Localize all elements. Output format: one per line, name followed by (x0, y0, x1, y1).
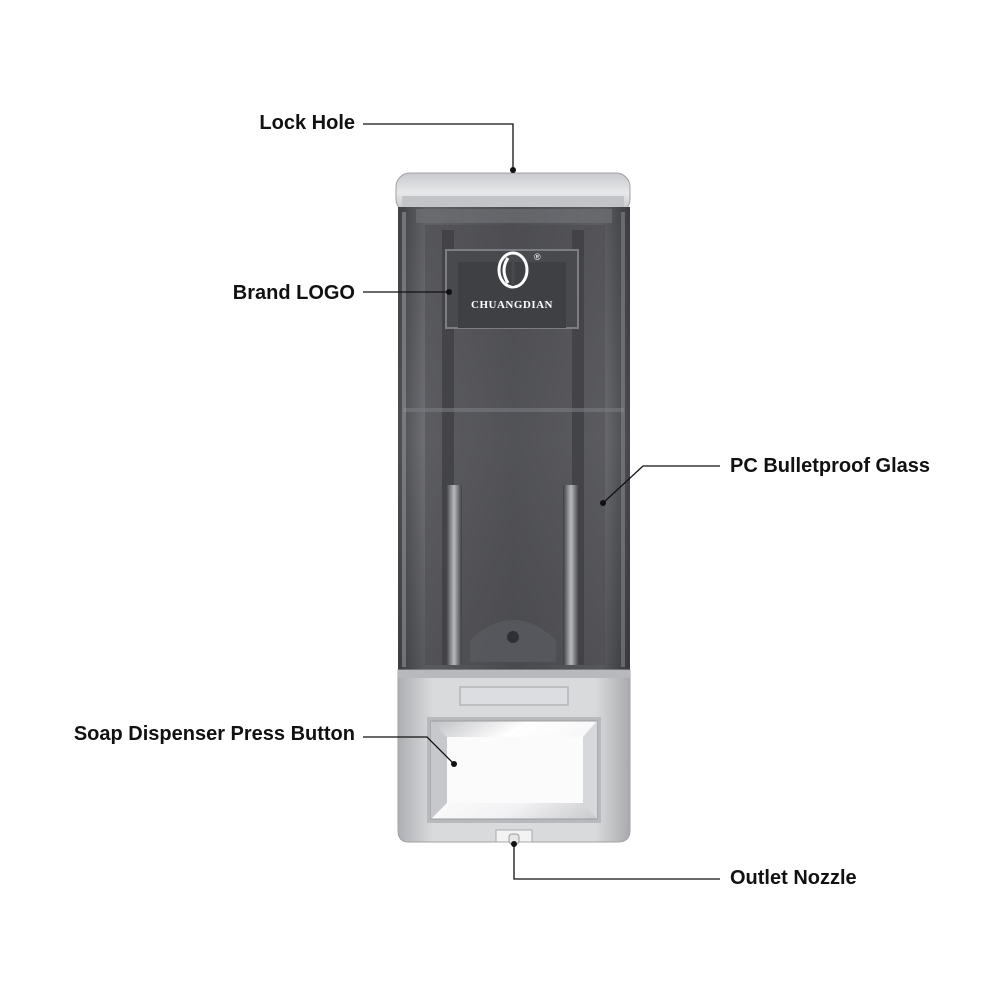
internal-rail-left (446, 485, 462, 665)
lock-hole-marker (510, 167, 516, 173)
press-button-label: Soap Dispenser Press Button (73, 723, 355, 745)
outlet-nozzle-line (513, 846, 720, 880)
pc-bulletproof-glass-window (398, 207, 630, 672)
internal-rail-right (563, 485, 579, 665)
press-button-line (363, 736, 455, 765)
registered-mark: ® (534, 252, 541, 262)
lock-hole-line (363, 123, 514, 168)
lock-hole-label: Lock Hole (259, 112, 355, 134)
nozzle-marker (511, 841, 517, 847)
outlet-nozzle-label: Outlet Nozzle (730, 867, 857, 889)
callout-lines (363, 123, 720, 880)
brand-logo-text: CHUANGDIAN (471, 299, 553, 311)
glass-line (602, 465, 720, 504)
brand-logo-label: Brand LOGO (232, 282, 355, 304)
outlet-nozzle (495, 829, 533, 847)
soap-dispenser-press-button (427, 717, 601, 823)
top-cap (395, 167, 631, 214)
label-slot (459, 686, 569, 706)
pc-bulletproof-glass-label: PC Bulletproof Glass (730, 455, 931, 477)
brand-logo: CHUANGDIAN ® (446, 251, 553, 311)
